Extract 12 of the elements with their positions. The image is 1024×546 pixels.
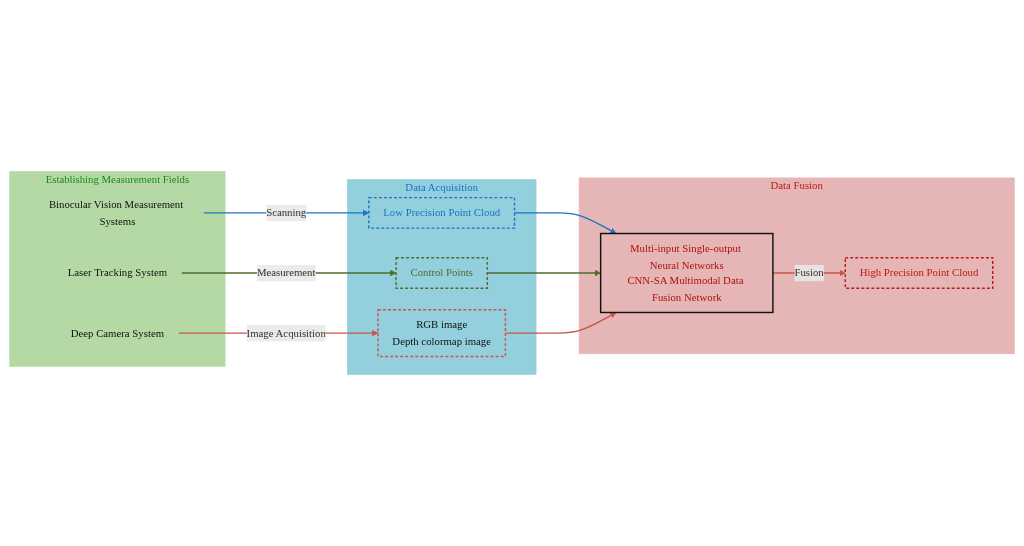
edge-label: Fusion (794, 267, 824, 279)
node-box: Control Points (395, 257, 489, 289)
node-box: Multi-input Single-output Neural Networks CNN-SA Multimodal Data Fusion Network (599, 232, 774, 314)
node-box: High Precision Point Cloud (844, 257, 994, 289)
node-text: Laser Tracking System (67, 267, 168, 279)
node-text: Binocular Vision Measurement Systems (48, 198, 184, 227)
node-box: RGB image Depth colormap image (377, 309, 507, 358)
edge-label: Measurement (256, 267, 316, 279)
node-text: Deep Camera System (70, 327, 165, 339)
edge-label: Scanning (266, 206, 307, 219)
node-box: Low Precision Point Cloud (368, 196, 516, 229)
edge-label: Image Acquisition (246, 327, 326, 339)
